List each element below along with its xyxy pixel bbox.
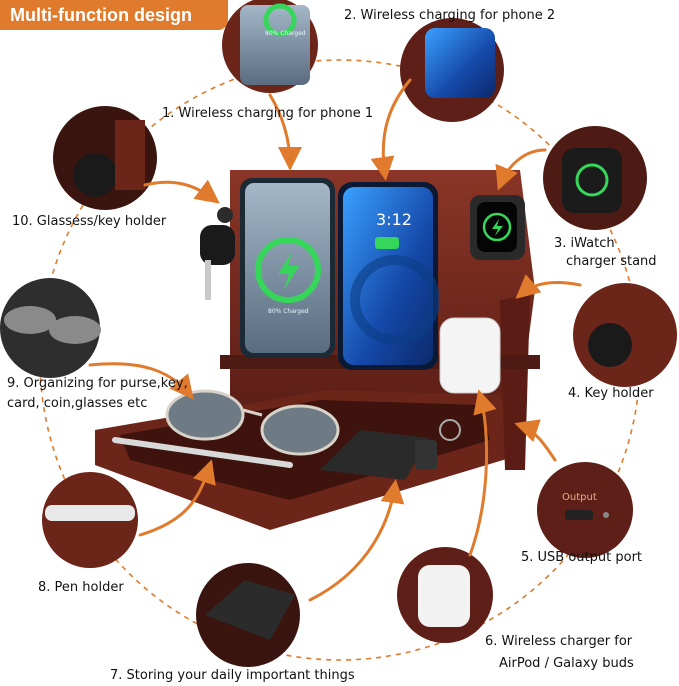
wallet [320,430,430,480]
feature-6-label-line1: 6. Wireless charger for [485,634,633,649]
arrow-key-right [515,274,582,299]
phone-1 [240,178,335,358]
feature-8-label: 8. Pen holder [38,580,124,595]
battery-icon [375,237,399,249]
feature-5-label: 5. USB output port [521,550,643,565]
watch-stand [470,195,525,260]
bubble-usb [537,462,633,558]
bubble-phone1-charge-label: 80% Charged [265,30,306,37]
charge-ring-icon [255,237,321,303]
arrow-airpods [468,389,497,557]
feature-1-label: 1. Wireless charging for phone 1 [162,106,374,121]
arrow-phone2 [370,78,412,181]
phone2-time: 3:12 [376,210,412,229]
bubble-keyring-right [573,283,677,387]
arrow-usb [514,419,557,462]
bubble-phone1 [222,0,318,93]
arrow-pen [138,459,216,537]
bubble-keyring-left [53,106,157,210]
bolt-icon [278,252,299,290]
bubble-airpods [397,547,493,643]
feature-3-label-line1: 3. iWatch [554,236,615,251]
bubble-storage [196,563,300,667]
arrow-key-left [143,179,220,204]
bubble-glasses [0,278,101,378]
bubble-watch [543,126,647,230]
arrow-storage [308,479,405,602]
feature-9-label-line1: 9. Organizing for purse,key, [7,376,188,391]
pen [112,437,293,468]
phone1-charge-label: 80% Charged [268,308,309,315]
key-holder-left [200,207,235,300]
title-banner: Multi-function design [0,0,228,30]
feature-7-label: 7. Storing your daily important things [110,668,355,683]
feature-9-label-line2: card, coin,glasses etc [7,396,148,411]
usb-output-label: Output [562,492,597,503]
bubble-pen [42,472,138,568]
arrow-phone1 [268,93,302,171]
feature-6-label-line2: AirPod / Galaxy buds [499,656,634,671]
feature-3-label-line2: charger stand [566,254,657,269]
sunglasses [165,389,340,456]
feature-10-label: 10. Glassess/key holder [12,214,167,229]
usb-port-icon [565,510,593,520]
arrow-glasses [88,362,194,400]
watch-charge-icon [482,212,512,242]
feature-2-label: 2. Wireless charging for phone 2 [344,8,556,23]
airpods-case [439,317,501,394]
car-key [415,440,437,470]
phone-2 [338,182,440,370]
bubble-phone2 [400,18,504,122]
feature-4-label: 4. Key holder [568,386,654,401]
arrow-watch [495,148,547,191]
